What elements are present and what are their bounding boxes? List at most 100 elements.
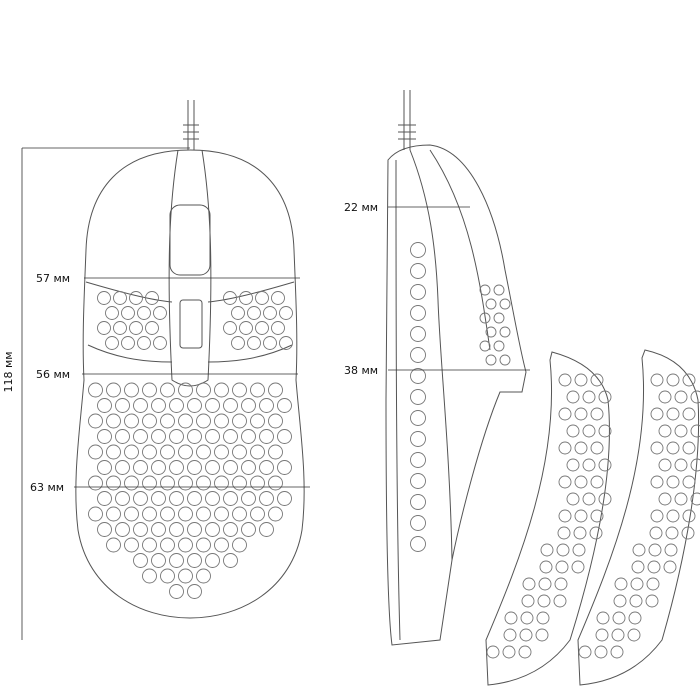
vent-hole — [518, 645, 532, 659]
vent-hole — [578, 645, 592, 659]
vent-hole — [566, 492, 580, 506]
vent-hole — [169, 553, 184, 568]
vent-hole — [145, 321, 159, 335]
vent-hole — [598, 458, 612, 472]
vent-hole — [493, 284, 505, 296]
vent-hole — [263, 306, 277, 320]
vent-hole — [196, 444, 211, 460]
vent-hole — [493, 340, 505, 352]
vent-hole — [658, 492, 672, 506]
vent-hole — [106, 413, 121, 429]
vent-hole — [97, 460, 112, 475]
vent-hole — [196, 475, 211, 491]
vent-hole — [196, 506, 211, 522]
vent-hole — [178, 506, 193, 522]
vent-hole — [205, 522, 220, 537]
vent-hole — [499, 298, 511, 310]
vent-hole — [536, 611, 550, 625]
vent-hole — [268, 506, 283, 522]
vent-hole — [666, 441, 680, 455]
vent-hole — [88, 382, 103, 398]
vent-hole — [187, 460, 202, 475]
vent-hole — [650, 509, 664, 523]
vent-hole — [590, 441, 604, 455]
vent-hole — [124, 444, 139, 460]
vent-hole — [646, 577, 660, 591]
vent-hole — [255, 291, 269, 305]
vent-hole — [268, 444, 283, 460]
vent-hole — [555, 560, 569, 574]
vent-hole — [485, 298, 497, 310]
vent-hole — [106, 537, 121, 553]
button-divider — [85, 281, 295, 363]
vent-hole — [259, 491, 274, 506]
vent-hole — [97, 429, 112, 444]
vent-hole — [145, 291, 159, 305]
vent-hole — [674, 458, 688, 472]
vent-hole — [486, 645, 500, 659]
vent-hole — [151, 398, 166, 413]
vent-hole — [682, 407, 696, 421]
vent-hole — [650, 475, 664, 489]
vent-hole — [214, 444, 229, 460]
vent-hole — [151, 522, 166, 537]
vent-hole — [558, 509, 572, 523]
panel-2-holes — [578, 373, 700, 659]
vent-hole — [630, 577, 644, 591]
vent-hole — [557, 526, 571, 540]
vent-hole — [250, 506, 265, 522]
vent-hole — [410, 494, 426, 510]
vent-hole — [232, 413, 247, 429]
vent-hole — [97, 321, 111, 335]
vent-hole — [137, 306, 151, 320]
vent-hole — [187, 522, 202, 537]
vent-hole — [169, 491, 184, 506]
vent-hole — [558, 373, 572, 387]
vent-hole — [682, 373, 696, 387]
vent-hole — [223, 460, 238, 475]
vent-hole — [674, 390, 688, 404]
vent-hole — [223, 291, 237, 305]
vent-hole — [493, 312, 505, 324]
vent-hole — [410, 368, 426, 384]
vent-hole — [115, 429, 130, 444]
top-holes — [88, 291, 293, 599]
vent-hole — [590, 475, 604, 489]
vent-hole — [665, 526, 679, 540]
vent-hole — [250, 413, 265, 429]
vent-hole — [106, 506, 121, 522]
vent-hole — [88, 413, 103, 429]
vent-hole — [151, 429, 166, 444]
vent-hole — [485, 326, 497, 338]
vent-hole — [151, 553, 166, 568]
vent-hole — [410, 473, 426, 489]
vent-hole — [658, 390, 672, 404]
vent-hole — [105, 306, 119, 320]
vent-hole — [142, 413, 157, 429]
vent-hole — [88, 475, 103, 491]
vent-hole — [133, 522, 148, 537]
vent-hole — [255, 321, 269, 335]
vent-hole — [97, 291, 111, 305]
vent-hole — [410, 515, 426, 531]
grip-front-label: 57 мм — [36, 272, 70, 285]
vent-hole — [88, 506, 103, 522]
vent-hole — [241, 460, 256, 475]
vent-hole — [232, 506, 247, 522]
vent-hole — [205, 429, 220, 444]
vent-hole — [650, 373, 664, 387]
vent-hole — [271, 321, 285, 335]
side-button-line — [429, 149, 491, 351]
vent-hole — [589, 526, 603, 540]
vent-hole — [503, 628, 517, 642]
vent-hole — [658, 458, 672, 472]
vent-hole — [121, 306, 135, 320]
scroll-wheel-cutout — [169, 204, 211, 276]
vent-hole — [479, 284, 491, 296]
vent-hole — [539, 560, 553, 574]
vent-hole — [214, 382, 229, 398]
vent-hole — [650, 441, 664, 455]
vent-hole — [631, 560, 645, 574]
vent-hole — [113, 321, 127, 335]
vent-hole — [612, 611, 626, 625]
